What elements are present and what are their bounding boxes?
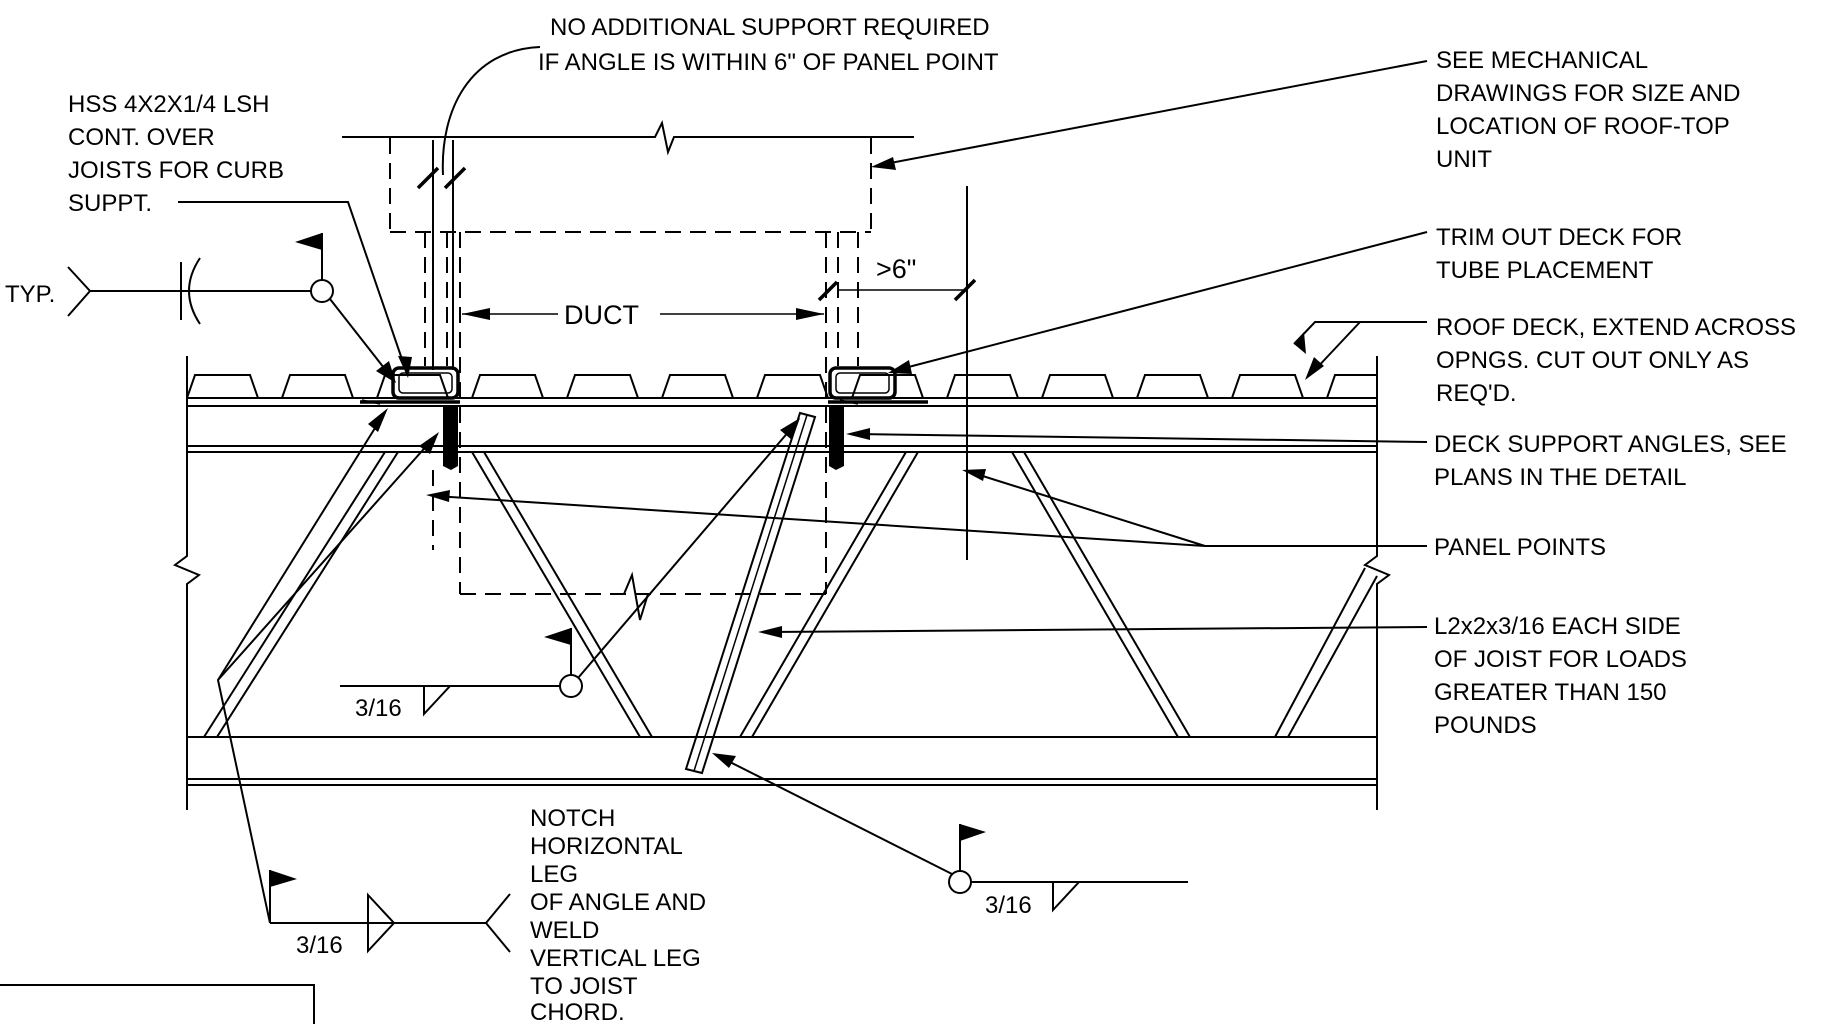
weld-symbol-right: 3/16 — [712, 753, 1188, 919]
note-mechanical-drawings: SEE MECHANICAL DRAWINGS FOR SIZE AND LOC… — [1436, 47, 1740, 173]
note-deck-support-angles: DECK SUPPORT ANGLES, SEE PLANS IN THE DE… — [1434, 431, 1787, 491]
deck-support-angle-left — [443, 406, 458, 470]
hss-tube-right — [828, 366, 897, 400]
duct-outline — [459, 232, 827, 621]
svg-text:WELD: WELD — [530, 917, 599, 944]
svg-text:LOCATION OF ROOF-TOP: LOCATION OF ROOF-TOP — [1436, 113, 1730, 140]
svg-text:HSS 4X2X1/4 LSH: HSS 4X2X1/4 LSH — [68, 91, 269, 118]
duct-label: DUCT — [564, 300, 639, 330]
svg-text:ROOF DECK, EXTEND ACROSS: ROOF DECK, EXTEND ACROSS — [1436, 314, 1796, 341]
svg-text:PANEL POINTS: PANEL POINTS — [1434, 534, 1606, 561]
weld-symbol-mid: 3/16 — [340, 418, 800, 722]
svg-text:POUNDS: POUNDS — [1434, 712, 1537, 739]
svg-text:OF ANGLE AND: OF ANGLE AND — [530, 889, 706, 916]
leader-lines — [178, 46, 1428, 638]
svg-text:GREATER THAN 150: GREATER THAN 150 — [1434, 679, 1667, 706]
note-trim-out-deck: TRIM OUT DECK FOR TUBE PLACEMENT — [1436, 224, 1682, 284]
svg-text:CONT. OVER: CONT. OVER — [68, 124, 215, 151]
svg-text:VERTICAL LEG: VERTICAL LEG — [530, 945, 701, 972]
svg-text:TO JOIST: TO JOIST — [530, 973, 638, 1000]
gt-6-dimension: >6" — [876, 254, 916, 284]
svg-text:HORIZONTAL: HORIZONTAL — [530, 833, 683, 860]
svg-text:OPNGS. CUT OUT ONLY AS: OPNGS. CUT OUT ONLY AS — [1436, 347, 1749, 374]
joist-web-diagonals — [203, 451, 1378, 738]
svg-text:SEE MECHANICAL: SEE MECHANICAL — [1436, 47, 1648, 74]
duct-dimension: DUCT — [462, 300, 824, 330]
note-no-additional-support: NO ADDITIONAL SUPPORT REQUIRED IF ANGLE … — [538, 14, 999, 76]
svg-text:NOTCH: NOTCH — [530, 805, 615, 832]
weld-size-bottom-left: 3/16 — [296, 932, 343, 959]
svg-text:DRAWINGS FOR SIZE AND: DRAWINGS FOR SIZE AND — [1436, 80, 1740, 107]
title-box-edge — [0, 984, 315, 1024]
svg-text:UNIT: UNIT — [1436, 146, 1492, 173]
svg-text:LEG: LEG — [530, 861, 578, 888]
svg-text:REQ'D.: REQ'D. — [1436, 380, 1517, 407]
svg-text:JOISTS FOR CURB: JOISTS FOR CURB — [68, 157, 284, 184]
hss-tube-left — [391, 366, 460, 400]
svg-text:TRIM OUT DECK FOR: TRIM OUT DECK FOR — [1436, 224, 1682, 251]
svg-text:OF JOIST FOR LOADS: OF JOIST FOR LOADS — [1434, 646, 1687, 673]
svg-text:DECK SUPPORT ANGLES, SEE: DECK SUPPORT ANGLES, SEE — [1434, 431, 1787, 458]
note-panel-points: PANEL POINTS — [1434, 534, 1606, 561]
roof-deck — [186, 374, 1377, 405]
deck-support-angle-right — [829, 406, 844, 470]
weld-size-right: 3/16 — [985, 892, 1032, 919]
svg-text:PLANS IN THE DETAIL: PLANS IN THE DETAIL — [1434, 464, 1687, 491]
rtu-curb-outline — [342, 119, 914, 233]
svg-text:IF ANGLE IS WITHIN 6" OF PANE: IF ANGLE IS WITHIN 6" OF PANEL POINT — [538, 49, 999, 76]
weld-symbol-bottom-left: 3/16 — [216, 408, 511, 959]
l2x2-angle-member — [684, 411, 817, 775]
svg-text:L2x2x3/16 EACH SIDE: L2x2x3/16 EACH SIDE — [1434, 613, 1681, 640]
weld-symbol-typ: TYP. — [5, 233, 396, 383]
weld-size-mid: 3/16 — [355, 695, 402, 722]
note-roof-deck: ROOF DECK, EXTEND ACROSS OPNGS. CUT OUT … — [1436, 314, 1796, 407]
svg-text:SUPPT.: SUPPT. — [68, 190, 152, 217]
svg-text:TUBE PLACEMENT: TUBE PLACEMENT — [1436, 257, 1654, 284]
note-l2x2-angle: L2x2x3/16 EACH SIDE OF JOIST FOR LOADS G… — [1434, 613, 1687, 739]
steel-joist — [173, 356, 1391, 810]
note-notch-horizontal-leg: NOTCH HORIZONTAL LEG OF ANGLE AND WELD V… — [530, 805, 706, 1024]
svg-text:NO ADDITIONAL SUPPORT REQUIRED: NO ADDITIONAL SUPPORT REQUIRED — [550, 14, 990, 41]
typ-label: TYP. — [5, 281, 55, 308]
note-hss-curb-support: HSS 4X2X1/4 LSH CONT. OVER JOISTS FOR CU… — [68, 91, 284, 217]
svg-text:CHORD.: CHORD. — [530, 999, 625, 1024]
